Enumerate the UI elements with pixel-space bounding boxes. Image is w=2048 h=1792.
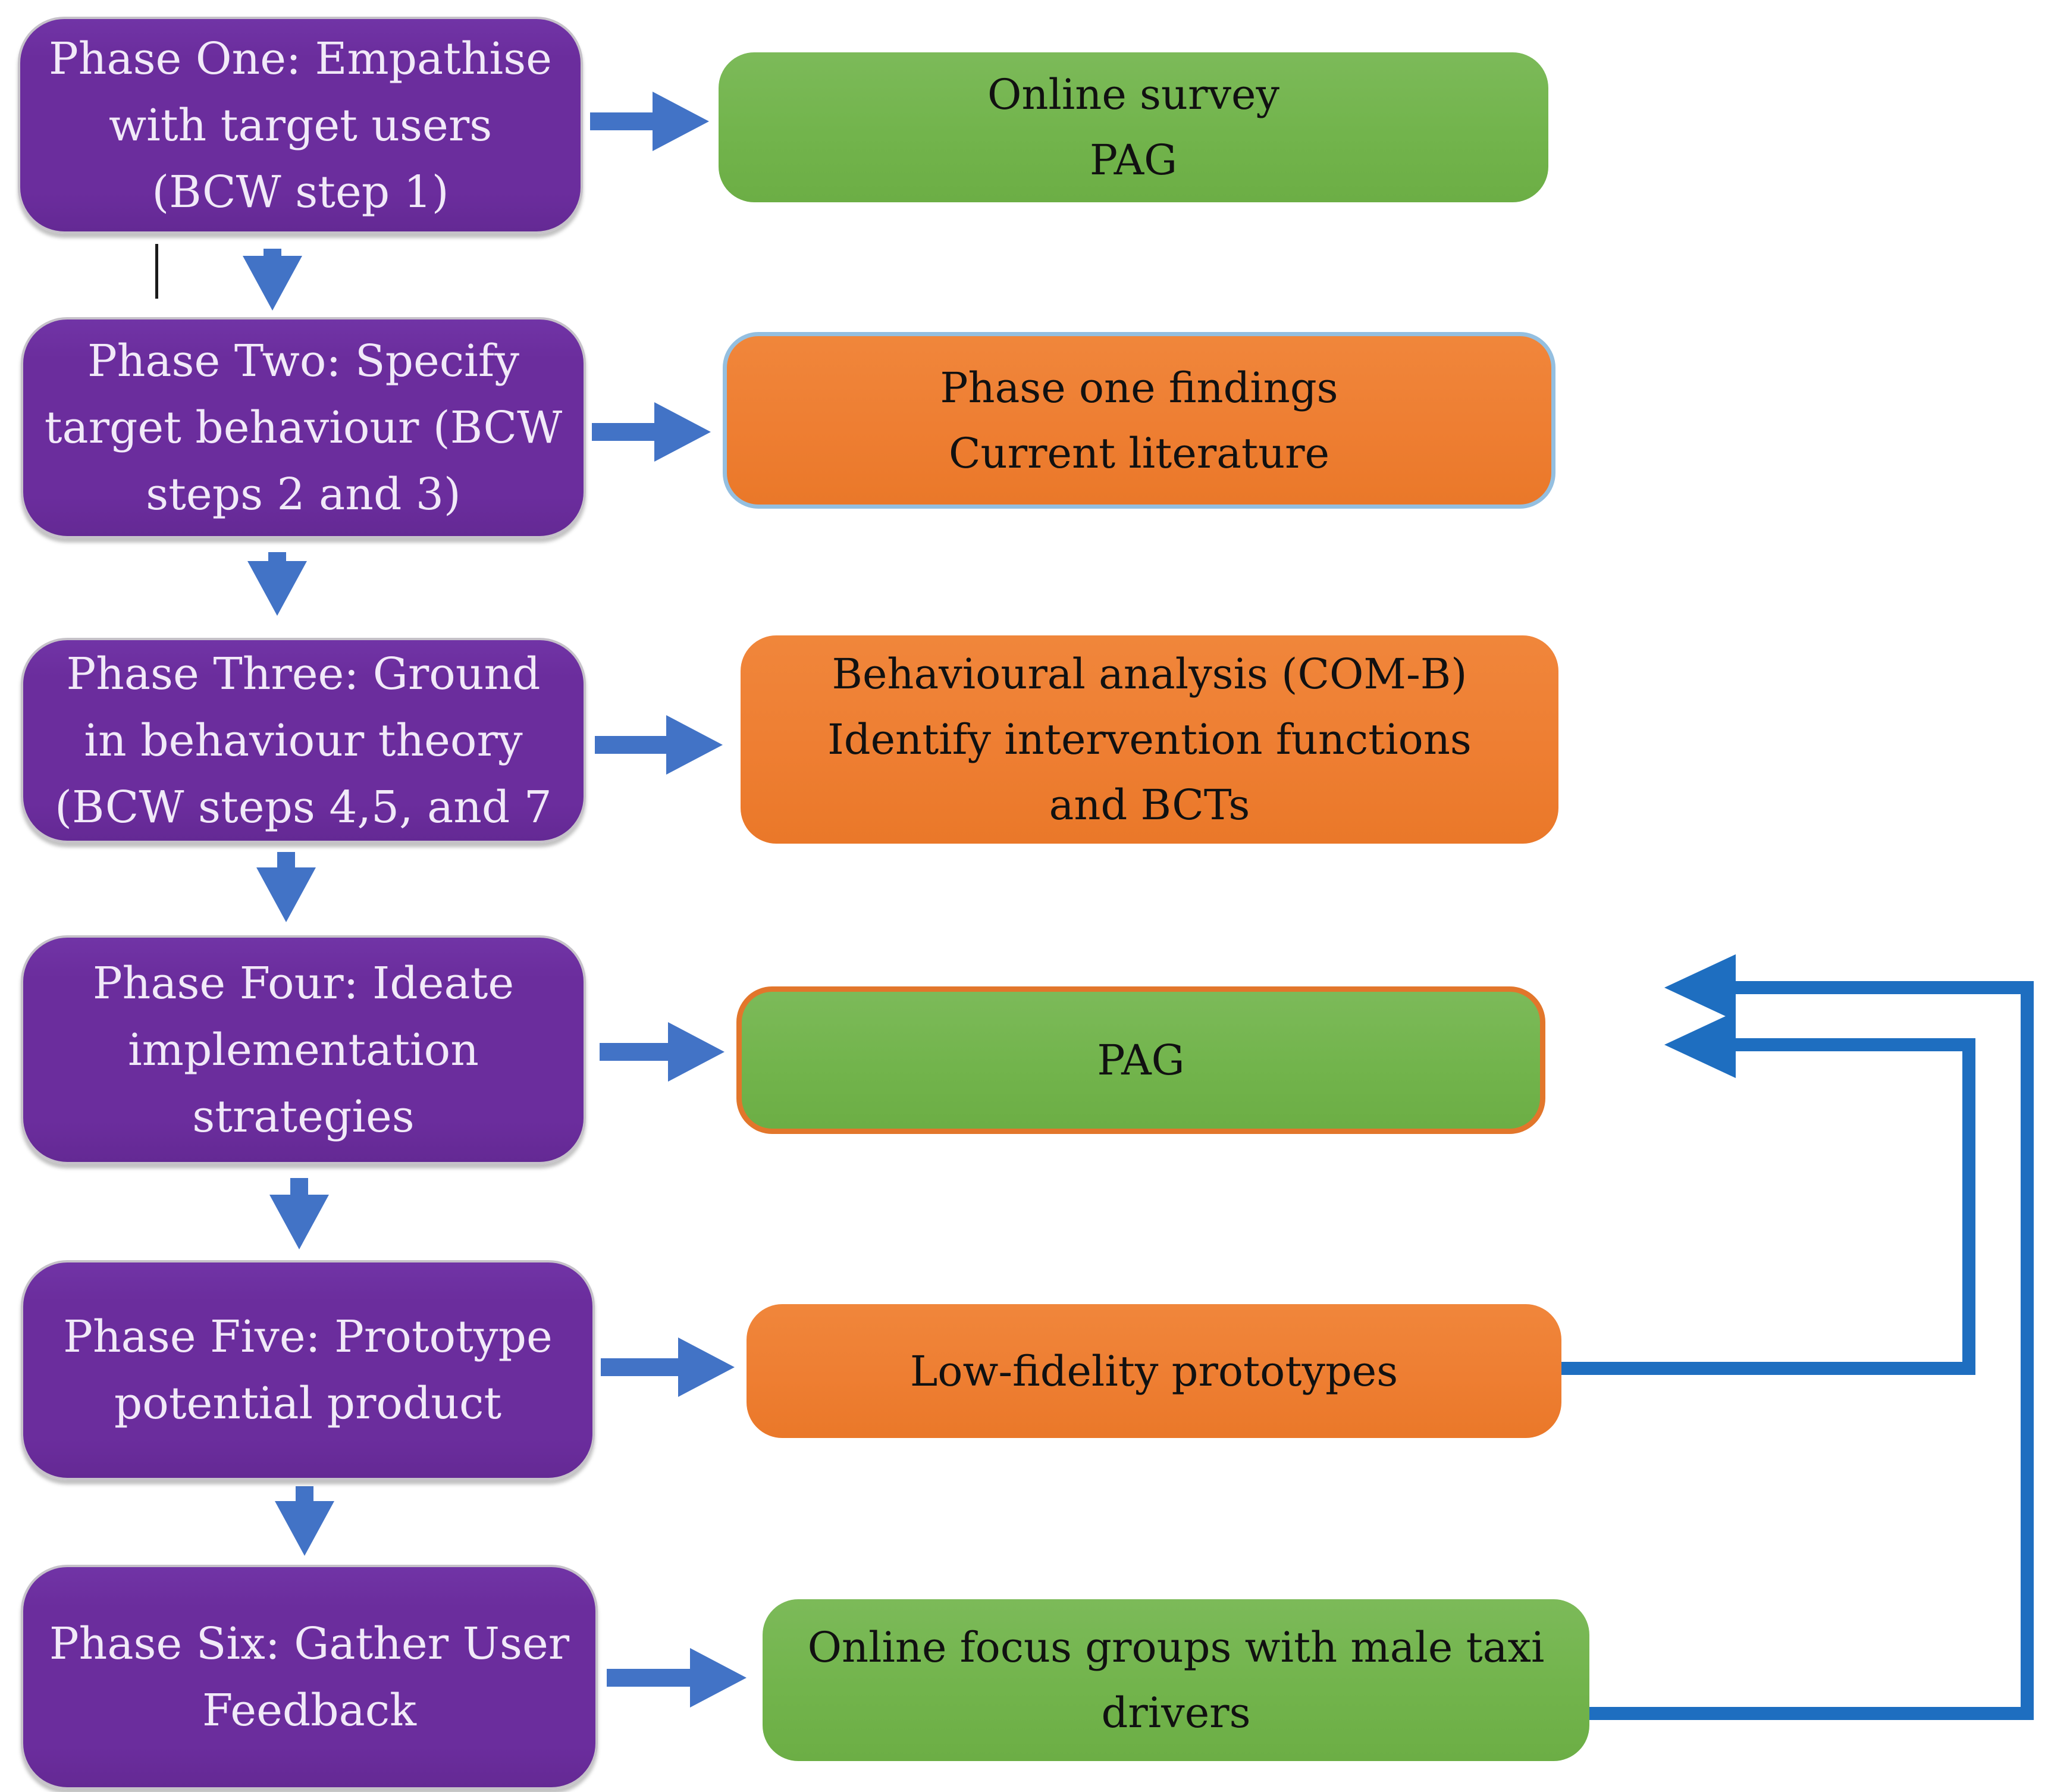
arrow-phase1-to-phase2-icon <box>243 249 302 311</box>
feedback-arrowhead-prototypes-icon <box>1664 1011 1736 1078</box>
method-behavioural-analysis-label: and BCTs <box>1049 781 1250 829</box>
method-online-survey-label: Online survey <box>987 70 1279 119</box>
feedback-line-prototypes-icon <box>1561 1038 1975 1375</box>
method-focus-groups-box: Online focus groups with male taxi drive… <box>763 1599 1589 1761</box>
method-phase-one-findings-label: Current literature <box>948 428 1330 478</box>
phase-three-label: Phase Three: Ground <box>66 648 541 700</box>
arrow-phase3-to-phase4-icon <box>256 852 316 922</box>
method-online-survey-box: Online survey PAG <box>719 52 1548 202</box>
phase-one-label: Phase One: Empathise <box>49 33 552 84</box>
phase-four-label: implementation <box>128 1024 479 1076</box>
method-focus-groups-label: drivers <box>1101 1688 1251 1737</box>
method-pag-label: PAG <box>1097 1036 1185 1085</box>
phase-one-label: with target users <box>108 99 493 151</box>
phase-five-label: Phase Five: Prototype <box>63 1311 553 1362</box>
phase-two-label: Phase Two: Specify <box>87 336 520 387</box>
phase-six-box: Phase Six: Gather User Feedback <box>21 1565 598 1790</box>
feedback-arrowhead-focusgroups-icon <box>1664 954 1736 1021</box>
phase-six-label: Feedback <box>202 1685 417 1736</box>
phase-two-label: target behaviour (BCW <box>44 402 563 453</box>
phase-four-label: strategies <box>192 1091 415 1142</box>
arrow-phase5-to-phase6-icon <box>275 1486 334 1556</box>
method-behavioural-analysis-box: Behavioural analysis (COM-B) Identify in… <box>741 635 1558 844</box>
arrow-phase2-to-method2-icon <box>592 402 711 462</box>
phase-three-box: Phase Three: Ground in behaviour theory … <box>21 638 586 843</box>
arrow-phase3-to-method3-icon <box>595 715 723 775</box>
phase-four-label: Phase Four: Ideate <box>92 957 515 1009</box>
phase-one-label: (BCW step 1) <box>152 166 449 218</box>
feedback-line-focusgroups-icon <box>1589 981 2034 1720</box>
arrow-phase1-to-method1-icon <box>590 92 709 151</box>
method-online-survey-label: PAG <box>1089 136 1178 184</box>
phase-two-box: Phase Two: Specify target behaviour (BCW… <box>21 317 586 538</box>
arrow-phase4-to-phase5-icon <box>269 1178 329 1249</box>
method-focus-groups-label: Online focus groups with male taxi <box>807 1623 1545 1672</box>
method-low-fidelity-prototypes-label: Low-fidelity prototypes <box>909 1346 1398 1396</box>
arrow-phase5-to-method5-icon <box>601 1337 735 1397</box>
phase-three-label: (BCW steps 4,5, and 7 <box>55 781 552 833</box>
method-pag-box: PAG <box>736 986 1545 1134</box>
method-low-fidelity-prototypes-box: Low-fidelity prototypes <box>747 1304 1561 1438</box>
phase-four-box: Phase Four: Ideate implementation strate… <box>21 935 586 1164</box>
method-behavioural-analysis-label: Identify intervention functions <box>827 715 1472 764</box>
phase-five-box: Phase Five: Prototype potential product <box>21 1260 595 1480</box>
phase-six-label: Phase Six: Gather User <box>49 1618 570 1669</box>
phase-five-label: potential product <box>114 1378 502 1429</box>
phase-two-label: steps 2 and 3) <box>146 469 461 520</box>
phase-three-label: in behaviour theory <box>84 715 523 766</box>
stray-tick-mark <box>155 244 158 299</box>
arrow-phase4-to-method4-icon <box>600 1022 725 1082</box>
phase-one-box: Phase One: Empathise with target users (… <box>18 17 583 234</box>
method-behavioural-analysis-label: Behavioural analysis (COM-B) <box>832 650 1467 698</box>
arrow-phase6-to-method6-icon <box>607 1648 747 1708</box>
method-phase-one-findings-box: Phase one findings Current literature <box>723 332 1555 509</box>
method-phase-one-findings-label: Phase one findings <box>940 363 1338 412</box>
arrow-phase2-to-phase3-icon <box>247 552 307 616</box>
